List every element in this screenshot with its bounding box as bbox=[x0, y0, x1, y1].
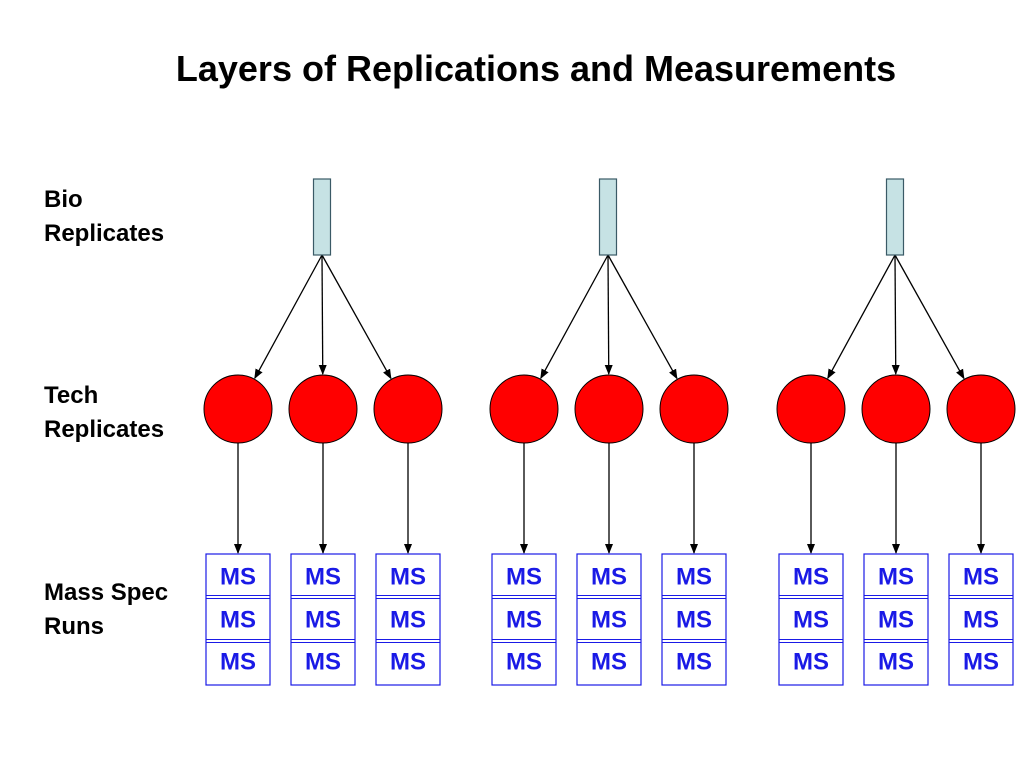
bio-to-tech-arrow bbox=[318, 254, 327, 376]
ms-run-label: MS bbox=[305, 563, 341, 590]
ms-run-label: MS bbox=[676, 563, 712, 590]
ms-run-box bbox=[576, 553, 642, 686]
ms-run-label: MS bbox=[390, 606, 426, 633]
ms-run-box bbox=[661, 553, 727, 686]
ms-run-label: MS bbox=[220, 648, 256, 675]
ms-run-label: MS bbox=[305, 648, 341, 675]
ms-run-label: MS bbox=[963, 648, 999, 675]
ms-run-label: MS bbox=[506, 648, 542, 675]
ms-run-stack: MS MS MS bbox=[948, 553, 1014, 686]
ms-run-label: MS bbox=[878, 606, 914, 633]
bio-replicate-bar bbox=[312, 178, 332, 256]
page-title: Layers of Replications and Measurements bbox=[175, 48, 897, 89]
tech-replicate-circle bbox=[776, 374, 846, 444]
ms-run-box bbox=[205, 553, 271, 686]
ms-run-box bbox=[491, 553, 557, 686]
ms-run-label: MS bbox=[963, 563, 999, 590]
bio-replicate-bar bbox=[598, 178, 618, 256]
bio-to-tech-arrow bbox=[254, 254, 323, 380]
ms-run-label: MS bbox=[676, 606, 712, 633]
ms-run-stack: MS MS MS bbox=[205, 553, 271, 686]
bio-to-tech-arrow bbox=[827, 254, 896, 380]
bio-to-tech-arrow bbox=[607, 254, 678, 380]
bio-to-tech-arrow bbox=[604, 254, 613, 376]
tech-replicate-circle bbox=[288, 374, 358, 444]
ms-run-label: MS bbox=[878, 563, 914, 590]
ms-run-label: MS bbox=[506, 563, 542, 590]
ms-run-label: MS bbox=[305, 606, 341, 633]
ms-run-label: MS bbox=[878, 648, 914, 675]
ms-run-label: MS bbox=[793, 563, 829, 590]
ms-run-stack: MS MS MS bbox=[290, 553, 356, 686]
tech-replicates-label: Tech Replicates bbox=[44, 382, 165, 443]
bio-replicates-label: Bio Replicates bbox=[44, 186, 165, 247]
ms-run-label: MS bbox=[220, 563, 256, 590]
bio-replicate-bar bbox=[885, 178, 905, 256]
ms-run-box bbox=[778, 553, 844, 686]
ms-run-label: MS bbox=[963, 606, 999, 633]
tech-replicate-circle bbox=[574, 374, 644, 444]
ms-run-label: MS bbox=[390, 648, 426, 675]
ms-run-box bbox=[290, 553, 356, 686]
ms-run-label: MS bbox=[793, 606, 829, 633]
ms-run-stack: MS MS MS bbox=[375, 553, 441, 686]
ms-run-stack: MS MS MS bbox=[778, 553, 844, 686]
bio-to-tech-arrow bbox=[894, 254, 965, 380]
tech-replicate-circle bbox=[946, 374, 1016, 444]
tech-replicate-circle bbox=[659, 374, 729, 444]
ms-run-label: MS bbox=[390, 563, 426, 590]
mass-spec-runs-label: Mass Spec Runs bbox=[44, 579, 169, 640]
tech-replicate-circle bbox=[373, 374, 443, 444]
tech-replicate-circle bbox=[861, 374, 931, 444]
ms-run-stack: MS MS MS bbox=[863, 553, 929, 686]
ms-run-label: MS bbox=[676, 648, 712, 675]
ms-run-box bbox=[863, 553, 929, 686]
ms-run-label: MS bbox=[220, 606, 256, 633]
ms-run-box bbox=[948, 553, 1014, 686]
ms-run-label: MS bbox=[591, 563, 627, 590]
bio-to-tech-arrow bbox=[891, 254, 900, 376]
arrows-layer bbox=[234, 254, 985, 554]
nodes-layer: MSMSMSMSMSMSMSMSMSMSMSMSMSMSMSMSMSMSMSMS… bbox=[203, 178, 1016, 686]
ms-run-label: MS bbox=[506, 606, 542, 633]
ms-run-stack: MS MS MS bbox=[661, 553, 727, 686]
ms-run-stack: MS MS MS bbox=[576, 553, 642, 686]
ms-run-label: MS bbox=[591, 648, 627, 675]
ms-run-box bbox=[375, 553, 441, 686]
bio-to-tech-arrow bbox=[540, 254, 609, 380]
bio-to-tech-arrow bbox=[321, 254, 392, 380]
ms-run-stack: MS MS MS bbox=[491, 553, 557, 686]
tech-replicate-circle bbox=[489, 374, 559, 444]
tech-replicate-circle bbox=[203, 374, 273, 444]
ms-run-label: MS bbox=[591, 606, 627, 633]
ms-run-label: MS bbox=[793, 648, 829, 675]
